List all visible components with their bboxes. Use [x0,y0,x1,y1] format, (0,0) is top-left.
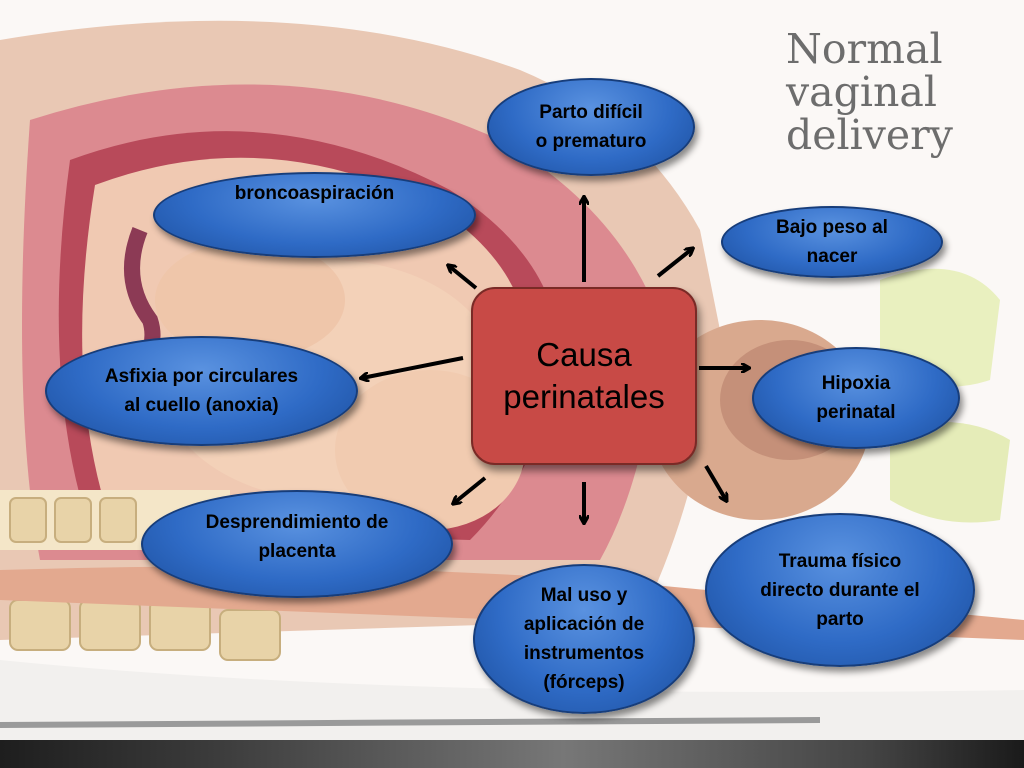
node-hipoxia: Hipoxia perinatal [752,347,960,449]
corner-title-line-1: Normal [786,25,943,73]
node-asfixia-label: Asfixia por circulares al cuello (anoxia… [104,366,299,416]
node-bajo-peso: Bajo peso al nacer [721,206,943,278]
node-bajo-peso-label: Bajo peso al nacer [776,217,888,267]
node-trauma-label: Trauma físico directo durante el parto [760,550,920,630]
node-parto-dificil-label: Parto difícil o prematuro [535,102,647,152]
node-mal-uso-label: Mal uso y aplicación de instrumentos (fó… [523,585,645,693]
node-mal-uso: Mal uso y aplicación de instrumentos (fó… [473,564,695,714]
node-broncoaspiracion: broncoaspiración [153,172,476,258]
node-hipoxia-label: Hipoxia perinatal [816,373,896,423]
bottom-bar [0,740,1024,768]
corner-title-line-3: delivery [786,111,953,159]
node-trauma: Trauma físico directo durante el parto [705,513,975,667]
node-broncoaspiracion-label: broncoaspiración [234,182,395,204]
node-desprendimiento-label: Desprendimiento de placenta [205,512,389,562]
center-node: Causa perinatales [471,287,697,465]
corner-title: Normal vaginal delivery [786,28,986,157]
node-desprendimiento: Desprendimiento de placenta [141,490,453,598]
node-parto-dificil: Parto difícil o prematuro [487,78,695,176]
center-node-label: Causa perinatales [503,336,665,415]
node-asfixia: Asfixia por circulares al cuello (anoxia… [45,336,358,446]
corner-title-line-2: vaginal [786,68,937,116]
